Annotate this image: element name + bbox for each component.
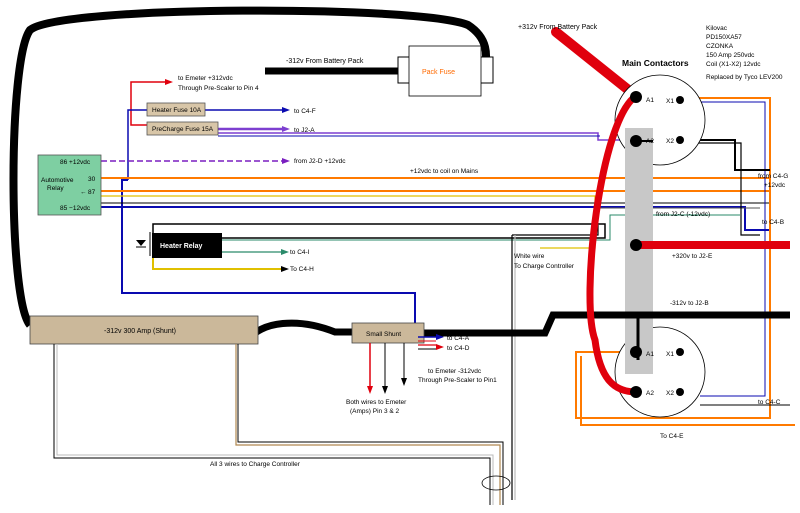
spec-line-5: Coil (X1-X2) 12vdc bbox=[706, 61, 761, 68]
heater-fuse-label: Heater Fuse 10A bbox=[152, 107, 202, 114]
to-c4b-label: to C4-B bbox=[762, 219, 784, 226]
spec-line-4: 150 Amp 250vdc bbox=[706, 52, 755, 59]
relay-title-1: Automotive bbox=[41, 177, 74, 184]
terminal-a1-bottom bbox=[630, 346, 642, 358]
to-c4f-label: to C4-F bbox=[294, 108, 316, 115]
to-c4c-label: to C4-C bbox=[758, 399, 781, 406]
relay-86-label: 86 +12vdc bbox=[60, 159, 91, 166]
heater-fuse bbox=[146, 102, 206, 117]
emeter-bottom-label: to Emeter -312vdc bbox=[428, 368, 482, 375]
terminal-x1-top bbox=[676, 96, 684, 104]
heater-relay-top-wire bbox=[152, 223, 606, 239]
terminal-a2-bottom bbox=[630, 386, 642, 398]
charge-wire-2 bbox=[235, 344, 501, 505]
heater-relay-label: Heater Relay bbox=[160, 243, 203, 250]
red-loop bbox=[586, 92, 640, 396]
emeter-plus-arrow bbox=[165, 79, 173, 85]
a2-top-label: A2 bbox=[646, 138, 654, 145]
charge-wire-1 bbox=[53, 344, 491, 505]
to-c4d-label: to C4-D bbox=[447, 345, 470, 352]
a2-bottom-label: A2 bbox=[646, 390, 654, 397]
battery-top-label: +312v From Battery Pack bbox=[518, 24, 598, 31]
coil-mains-label: +12vdc to coil on Mains bbox=[410, 168, 479, 175]
emeter-top-label-2: Through Pre-Scaler to Pin 4 bbox=[178, 85, 259, 92]
pack-fuse bbox=[408, 45, 482, 97]
both-wires-label-2: (Amps) Pin 3 & 2 bbox=[350, 408, 400, 415]
emeter-bottom-label-2: Through Pre-Scaler to Pin1 bbox=[418, 377, 497, 384]
white-wire-label-2: To Charge Controller bbox=[514, 263, 575, 270]
automotive-relay bbox=[37, 154, 102, 216]
x1-top-label: X1 bbox=[666, 98, 674, 105]
plus12-label: +12vdc bbox=[764, 182, 786, 189]
spec-line-1: Kilovac bbox=[706, 25, 728, 32]
relay-87-label: 87 bbox=[88, 189, 96, 196]
plus320-label: +320v to J2-E bbox=[672, 253, 713, 260]
shunt-link-cable bbox=[243, 319, 352, 345]
terminal-bus-mid bbox=[630, 239, 642, 251]
to-c4h-label: To C4-H bbox=[290, 266, 314, 273]
precharge-fuse bbox=[146, 121, 219, 136]
small-shunt bbox=[351, 322, 425, 344]
to-c4i-label: to C4-I bbox=[290, 249, 310, 256]
battery-left-label: -312v From Battery Pack bbox=[286, 58, 364, 65]
terminal-x1-bottom bbox=[676, 348, 684, 356]
main-contactors-title: Main Contactors bbox=[622, 58, 689, 68]
x2-bottom-label: X2 bbox=[666, 390, 674, 397]
all3-label: All 3 wires to Charge Controller bbox=[210, 461, 301, 468]
terminal-a1-top bbox=[630, 91, 642, 103]
emeter-top-label: to Emeter +312vdc bbox=[178, 75, 233, 82]
replaced-label: Replaced by Tyco LEV200 bbox=[706, 74, 783, 81]
small-shunt-label: Small Shunt bbox=[366, 331, 401, 338]
minus312-j2b-label: -312v to J2-B bbox=[670, 300, 709, 307]
white-wire-label: White wire bbox=[514, 253, 545, 260]
blue-negative-wire bbox=[121, 179, 416, 335]
to-j2a-label: to J2-A bbox=[294, 127, 315, 134]
from-c4g-label: from C4-G bbox=[758, 173, 788, 180]
heater-relay bbox=[152, 233, 222, 258]
precharge-fuse-label: PreCharge Fuse 15A bbox=[152, 126, 214, 133]
x1-orange-wire bbox=[575, 97, 771, 419]
spec-line-2: PD150XA57 bbox=[706, 34, 742, 41]
pack-fuse-label: Pack Fuse bbox=[422, 69, 455, 76]
x1-bottom-label: X1 bbox=[666, 351, 674, 358]
x2-black-wire bbox=[680, 139, 770, 171]
a1-top-label: A1 bbox=[646, 97, 654, 104]
minus312-bus bbox=[418, 311, 790, 337]
diode-icon bbox=[136, 240, 146, 246]
spec-line-3: CZONKA bbox=[706, 43, 734, 50]
x2-top-label: X2 bbox=[666, 138, 674, 145]
terminal-x2-bottom bbox=[676, 388, 684, 396]
terminal-x2-top bbox=[676, 136, 684, 144]
relay-85-wire bbox=[101, 206, 770, 231]
emeter-plus-wire bbox=[130, 81, 148, 126]
relay-title-2: Relay bbox=[47, 185, 64, 192]
a1-bottom-label: A1 bbox=[646, 351, 654, 358]
relay-85-label: 85 −12vdc bbox=[60, 205, 91, 212]
relay-30-label: 30 bbox=[88, 176, 96, 183]
charge-controller-wire bbox=[512, 225, 599, 236]
big-shunt-label: -312v 300 Amp (Shunt) bbox=[104, 328, 176, 335]
relay-87-arrow: ← bbox=[80, 189, 87, 196]
wire-bundle bbox=[481, 475, 511, 491]
from-j2d-label: from J2-D +12vdc bbox=[294, 158, 346, 165]
both-wires-label: Both wires to Emeter bbox=[346, 399, 407, 406]
to-c4a-label: to C4-A bbox=[447, 335, 470, 342]
from-j2c-label: from J2-C (-12vdc) bbox=[656, 211, 710, 218]
big-shunt bbox=[29, 315, 259, 345]
to-c4e-label: To C4-E bbox=[660, 433, 684, 440]
negative-cable-loop bbox=[9, 6, 490, 328]
